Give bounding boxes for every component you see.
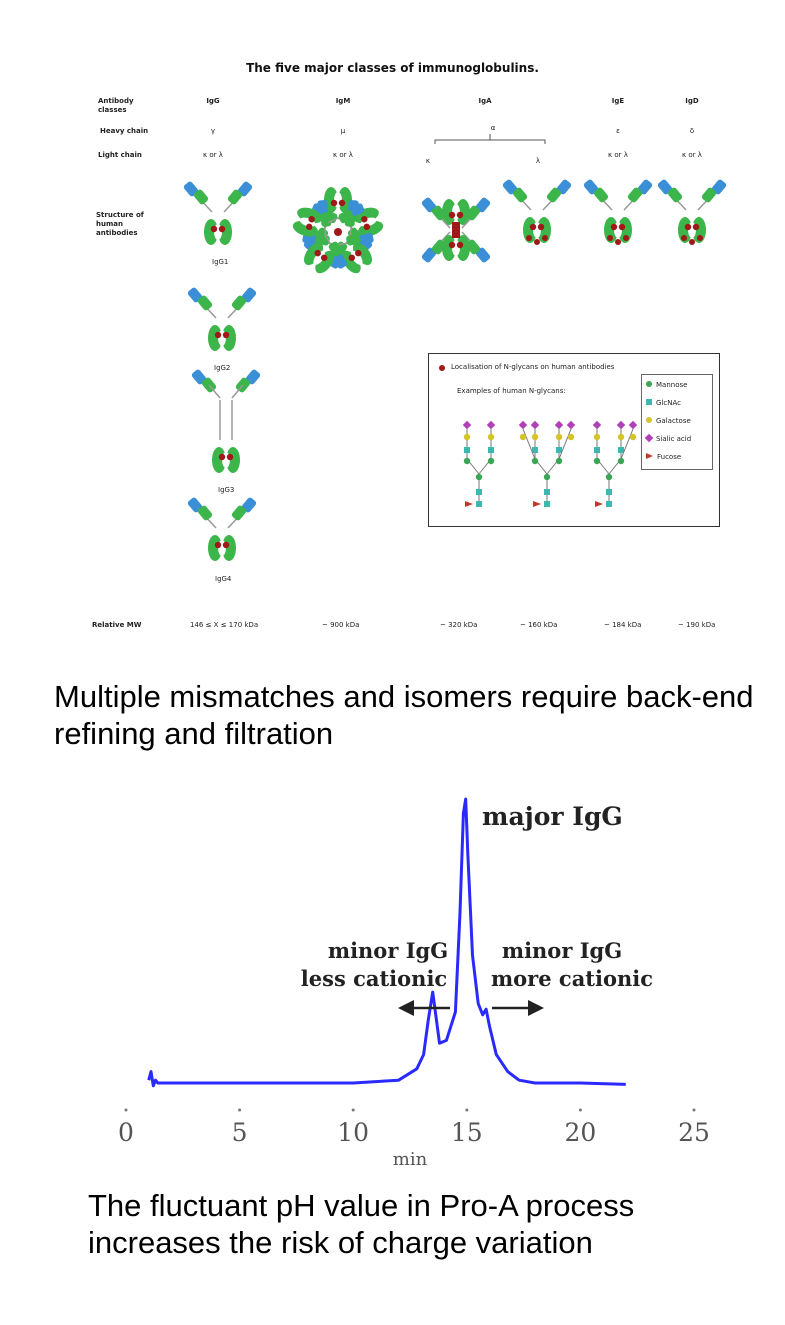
caption-top: Multiple mismatches and isomers require …	[54, 679, 754, 751]
x-tick-mark-1	[238, 1108, 242, 1112]
row-label-structure: Structure of human antibodies	[96, 211, 144, 237]
igm-pentamer-structure	[282, 183, 394, 290]
iga-monomer-mw: ~ 160 kDa	[520, 621, 558, 629]
x-tick-mark-0	[124, 1108, 128, 1112]
annotation-major-igg: major IgG	[482, 802, 623, 831]
igg3-structure	[191, 369, 261, 473]
annotation-more-cationic-line2: more cationic	[491, 966, 653, 991]
ige-heavy-chain: ε	[616, 127, 620, 135]
glycan-dot-icon	[439, 365, 445, 371]
iga-dimer-structure	[419, 195, 493, 265]
iga-light-chain-kappa: κ	[425, 157, 431, 165]
igg2-structure	[185, 285, 259, 352]
caption-bottom: The fluctuant pH value in Pro-A process …	[88, 1188, 635, 1260]
x-tick-mark-2	[351, 1108, 355, 1112]
class-igd-name: IgD	[685, 97, 699, 105]
igg2-label: IgG2	[214, 364, 231, 372]
x-tick-label-3: 15	[451, 1118, 483, 1147]
iga-light-chain-lambda: λ	[535, 157, 541, 165]
x-tick-label-0: 0	[118, 1118, 134, 1147]
row-label-antibody-classes: Antibody classes	[98, 97, 134, 114]
class-igg-name: IgG	[206, 97, 220, 105]
iga-bracket	[434, 134, 546, 144]
igd-mw: ~ 190 kDa	[678, 621, 716, 629]
monosaccharide-key: Mannose GlcNAc Galactose Sialic acid Fuc…	[641, 374, 713, 470]
key-item-galactose: Galactose	[646, 417, 691, 426]
chromatogram-chart: 0 5 10 15 20 25 major IgG minor IgG less cati…	[118, 797, 710, 1170]
igg-mw: 146 ≤ X ≤ 170 kDa	[190, 621, 259, 629]
key-item-sialic-acid: Sialic acid	[644, 433, 691, 444]
glcnac-icon	[646, 399, 652, 405]
glycan-tetraantennary	[518, 420, 576, 508]
key-item-glcnac: GlcNAc	[646, 399, 681, 408]
annotation-less-cationic-line1: minor IgG	[328, 938, 448, 963]
ige-structure	[583, 178, 654, 245]
glycan-biantennary	[462, 420, 496, 508]
fucose-icon	[646, 453, 653, 459]
antibody-structures	[181, 134, 785, 562]
chromatogram-line	[147, 797, 626, 1088]
x-axis: 0 5 10 15 20 25	[118, 1108, 710, 1147]
x-axis-label: min	[393, 1149, 428, 1170]
key-item-mannose: Mannose	[646, 381, 687, 390]
row-label-relative-mw: Relative MW	[92, 621, 142, 629]
iga-monomer-structure	[502, 178, 573, 245]
x-tick-label-2: 10	[337, 1118, 369, 1147]
mannose-icon	[646, 381, 652, 387]
x-tick-label-1: 5	[232, 1118, 248, 1147]
diagram-title: The five major classes of immunoglobulin…	[246, 61, 539, 75]
x-tick-label-5: 25	[678, 1118, 710, 1147]
annotation-less-cationic-line2: less cationic	[301, 966, 447, 991]
igd-structure	[657, 178, 728, 245]
x-tick-label-4: 20	[564, 1118, 596, 1147]
class-iga-name: IgA	[478, 97, 492, 105]
key-item-fucose: Fucose	[646, 453, 681, 462]
igd-heavy-chain: δ	[689, 127, 695, 135]
x-tick-mark-5	[692, 1108, 696, 1112]
legend-examples-label: Examples of human N-glycans:	[457, 387, 566, 395]
right-arrow-icon	[492, 1000, 544, 1016]
igg4-label: IgG4	[215, 575, 232, 583]
left-arrow-icon	[398, 1000, 450, 1016]
iga-dimer-mw: ~ 320 kDa	[440, 621, 478, 629]
row-label-heavy-chain: Heavy chain	[100, 127, 149, 135]
class-ige-name: IgE	[611, 97, 625, 105]
ige-mw: ~ 184 kDa	[604, 621, 642, 629]
class-igm-name: IgM	[335, 97, 351, 105]
annotation-more-cationic-line1: minor IgG	[502, 938, 622, 963]
igg1-structure	[181, 179, 255, 246]
legend-title: Localisation of N-glycans on human antib…	[451, 363, 615, 371]
glycan-examples	[462, 420, 638, 508]
x-tick-mark-3	[465, 1108, 469, 1112]
igm-light-chain: κ or λ	[333, 151, 353, 159]
glycan-legend-box: Localisation of N-glycans on human antib…	[428, 353, 720, 527]
igg4-structure	[185, 495, 259, 562]
sialic-acid-icon	[644, 433, 654, 443]
iga-heavy-chain: α	[490, 124, 496, 132]
igm-heavy-chain: μ	[340, 127, 346, 135]
igg-light-chain: κ or λ	[203, 151, 223, 159]
igg-heavy-chain: γ	[210, 127, 216, 135]
row-label-light-chain: Light chain	[98, 151, 142, 159]
x-tick-mark-4	[578, 1108, 582, 1112]
igm-mw: ~ 900 kDa	[322, 621, 360, 629]
galactose-icon	[646, 417, 652, 423]
ige-light-chain: κ or λ	[608, 151, 628, 159]
glycan-triantennary	[592, 420, 638, 508]
igd-light-chain: κ or λ	[682, 151, 702, 159]
igg3-label: IgG3	[218, 486, 235, 494]
igg1-label: IgG1	[212, 258, 229, 266]
